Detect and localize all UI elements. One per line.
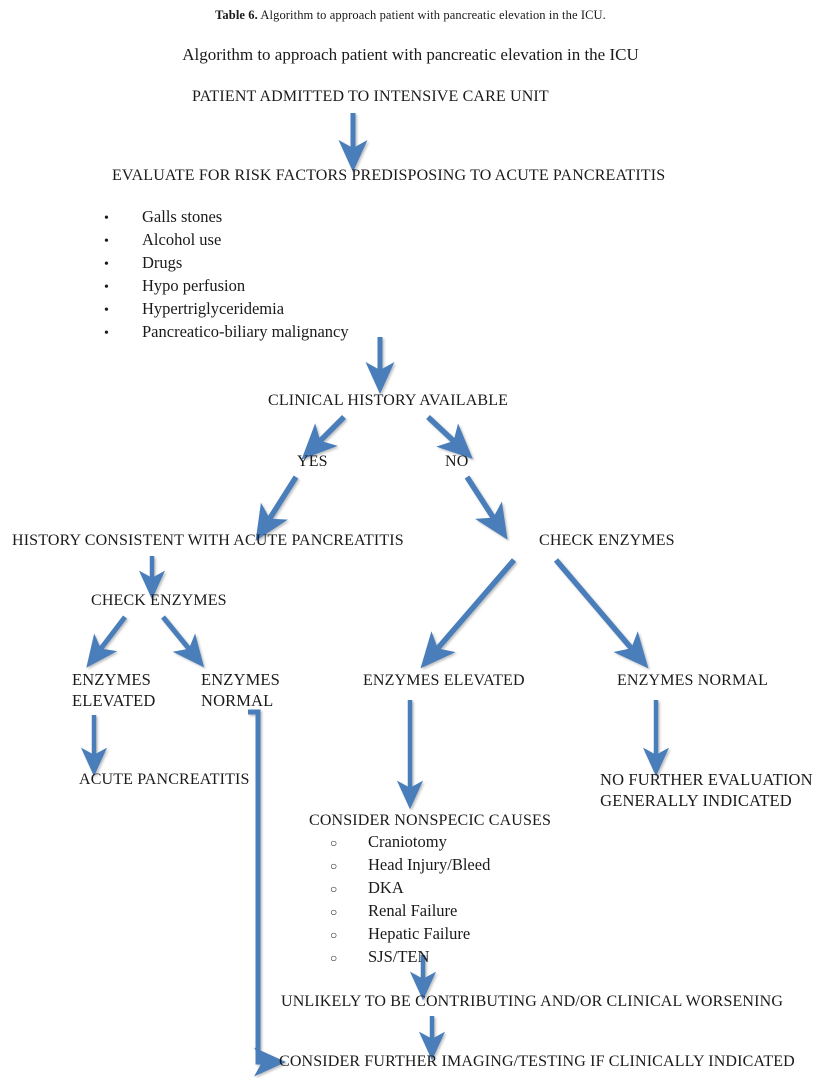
node-enzymes-normal-left-line1: ENZYMES <box>201 670 280 689</box>
list-item-label: Head Injury/Bleed <box>368 855 491 874</box>
node-enzymes-elevated-mid: ENZYMES ELEVATED <box>363 672 525 689</box>
node-unlikely-to-be-contributing: UNLIKELY TO BE CONTRIBUTING AND/OR CLINI… <box>281 993 784 1010</box>
nonspecific-causes-list: ○ Craniotomy ○ Head Injury/Bleed ○ DKA ○… <box>330 831 490 969</box>
node-no-further-evaluation-line2: GENERALLY INDICATED <box>600 790 792 810</box>
circle-bullet-icon: ○ <box>330 905 338 919</box>
circle-bullet-icon: ○ <box>330 882 338 896</box>
node-history-consistent-with-acute-pancreatitis: HISTORY CONSISTENT WITH ACUTE PANCREATIT… <box>12 532 404 549</box>
list-item: • Hypo perfusion <box>104 275 349 298</box>
arrow-check-to-enzymes-elevated-mid <box>420 558 517 669</box>
node-consider-nonspecific-causes: CONSIDER NONSPECIC CAUSES <box>309 812 552 829</box>
list-item-label: Alcohol use <box>142 230 222 249</box>
node-enzymes-normal-left: ENZYMES NORMAL <box>201 670 280 711</box>
table-caption-text: Algorithm to approach patient with pancr… <box>260 8 606 22</box>
bullet-icon: • <box>104 257 109 272</box>
list-item: ○ SJS/TEN <box>330 946 490 969</box>
bullet-icon: • <box>104 280 109 295</box>
arrow-normal-left-to-further-imaging <box>248 709 286 1077</box>
list-item-label: Craniotomy <box>368 832 447 851</box>
list-item-label: Hepatic Failure <box>368 924 471 943</box>
list-item-label: Hypo perfusion <box>142 276 246 295</box>
list-item: ○ Renal Failure <box>330 900 490 923</box>
list-item: • Pancreatico-biliary malignancy <box>104 321 349 344</box>
list-item-label: Hypertriglyceridemia <box>142 299 285 318</box>
node-yes: YES <box>297 453 328 470</box>
node-acute-pancreatitis: ACUTE PANCREATITIS <box>79 771 250 788</box>
list-item-label: Drugs <box>142 253 183 272</box>
list-item-label: Galls stones <box>142 207 223 226</box>
list-item: • Hypertriglyceridemia <box>104 298 349 321</box>
arrow-history-to-no <box>426 414 473 460</box>
bullet-icon: • <box>104 234 109 249</box>
arrow-history-to-yes <box>301 415 346 460</box>
node-enzymes-normal-right: ENZYMES NORMAL <box>617 672 768 689</box>
diagram-title: Algorithm to approach patient with pancr… <box>182 45 639 64</box>
arrow-no-to-check-enzymes <box>464 475 508 540</box>
circle-bullet-icon: ○ <box>330 859 338 873</box>
list-item: ○ Head Injury/Bleed <box>330 854 490 877</box>
arrow-yes-to-history-consistent <box>255 475 299 541</box>
list-item: ○ Hepatic Failure <box>330 923 490 946</box>
bullet-icon: • <box>104 211 109 226</box>
node-enzymes-elevated-left-line1: ENZYMES <box>72 670 151 689</box>
arrow-check-to-enzymes-normal-right <box>553 558 649 669</box>
node-enzymes-normal-left-line2: NORMAL <box>201 690 274 710</box>
node-check-enzymes-left: CHECK ENZYMES <box>91 592 227 609</box>
arrow-check-to-enzymes-normal-left <box>161 615 205 668</box>
node-enzymes-elevated-left: ENZYMES ELEVATED <box>72 670 155 711</box>
table-caption-label: Table 6. <box>215 8 258 22</box>
list-item-label: DKA <box>368 878 404 897</box>
risk-factors-list: • Galls stones • Alcohol use • Drugs • H… <box>104 206 349 344</box>
list-item: • Galls stones <box>104 206 349 229</box>
node-no: NO <box>445 453 469 470</box>
node-clinical-history-available: CLINICAL HISTORY AVAILABLE <box>268 392 509 409</box>
node-no-further-evaluation: NO FURTHER EVALUATION GENERALLY INDICATE… <box>600 770 813 811</box>
node-consider-further-imaging: CONSIDER FURTHER IMAGING/TESTING IF CLIN… <box>279 1053 795 1070</box>
list-item-label: Pancreatico-biliary malignancy <box>142 322 349 341</box>
node-patient-admitted: PATIENT ADMITTED TO INTENSIVE CARE UNIT <box>192 88 549 105</box>
node-check-enzymes-right: CHECK ENZYMES <box>539 532 675 549</box>
circle-bullet-icon: ○ <box>330 836 338 850</box>
list-item: ○ DKA <box>330 877 490 900</box>
list-item-label: SJS/TEN <box>368 947 430 966</box>
node-enzymes-elevated-left-line2: ELEVATED <box>72 690 156 710</box>
list-item: ○ Craniotomy <box>330 831 490 854</box>
node-evaluate-risk-factors: EVALUATE FOR RISK FACTORS PREDISPOSING T… <box>112 167 666 184</box>
list-item: • Alcohol use <box>104 229 349 252</box>
node-no-further-evaluation-line1: NO FURTHER EVALUATION <box>600 770 813 789</box>
list-item-label: Renal Failure <box>368 901 458 920</box>
bullet-icon: • <box>104 303 109 318</box>
table-caption: Table 6. Algorithm to approach patient w… <box>0 8 821 23</box>
circle-bullet-icon: ○ <box>330 928 338 942</box>
bullet-icon: • <box>104 326 109 341</box>
circle-bullet-icon: ○ <box>330 951 338 965</box>
list-item: • Drugs <box>104 252 349 275</box>
arrow-check-to-enzymes-elevated-left <box>86 615 127 668</box>
